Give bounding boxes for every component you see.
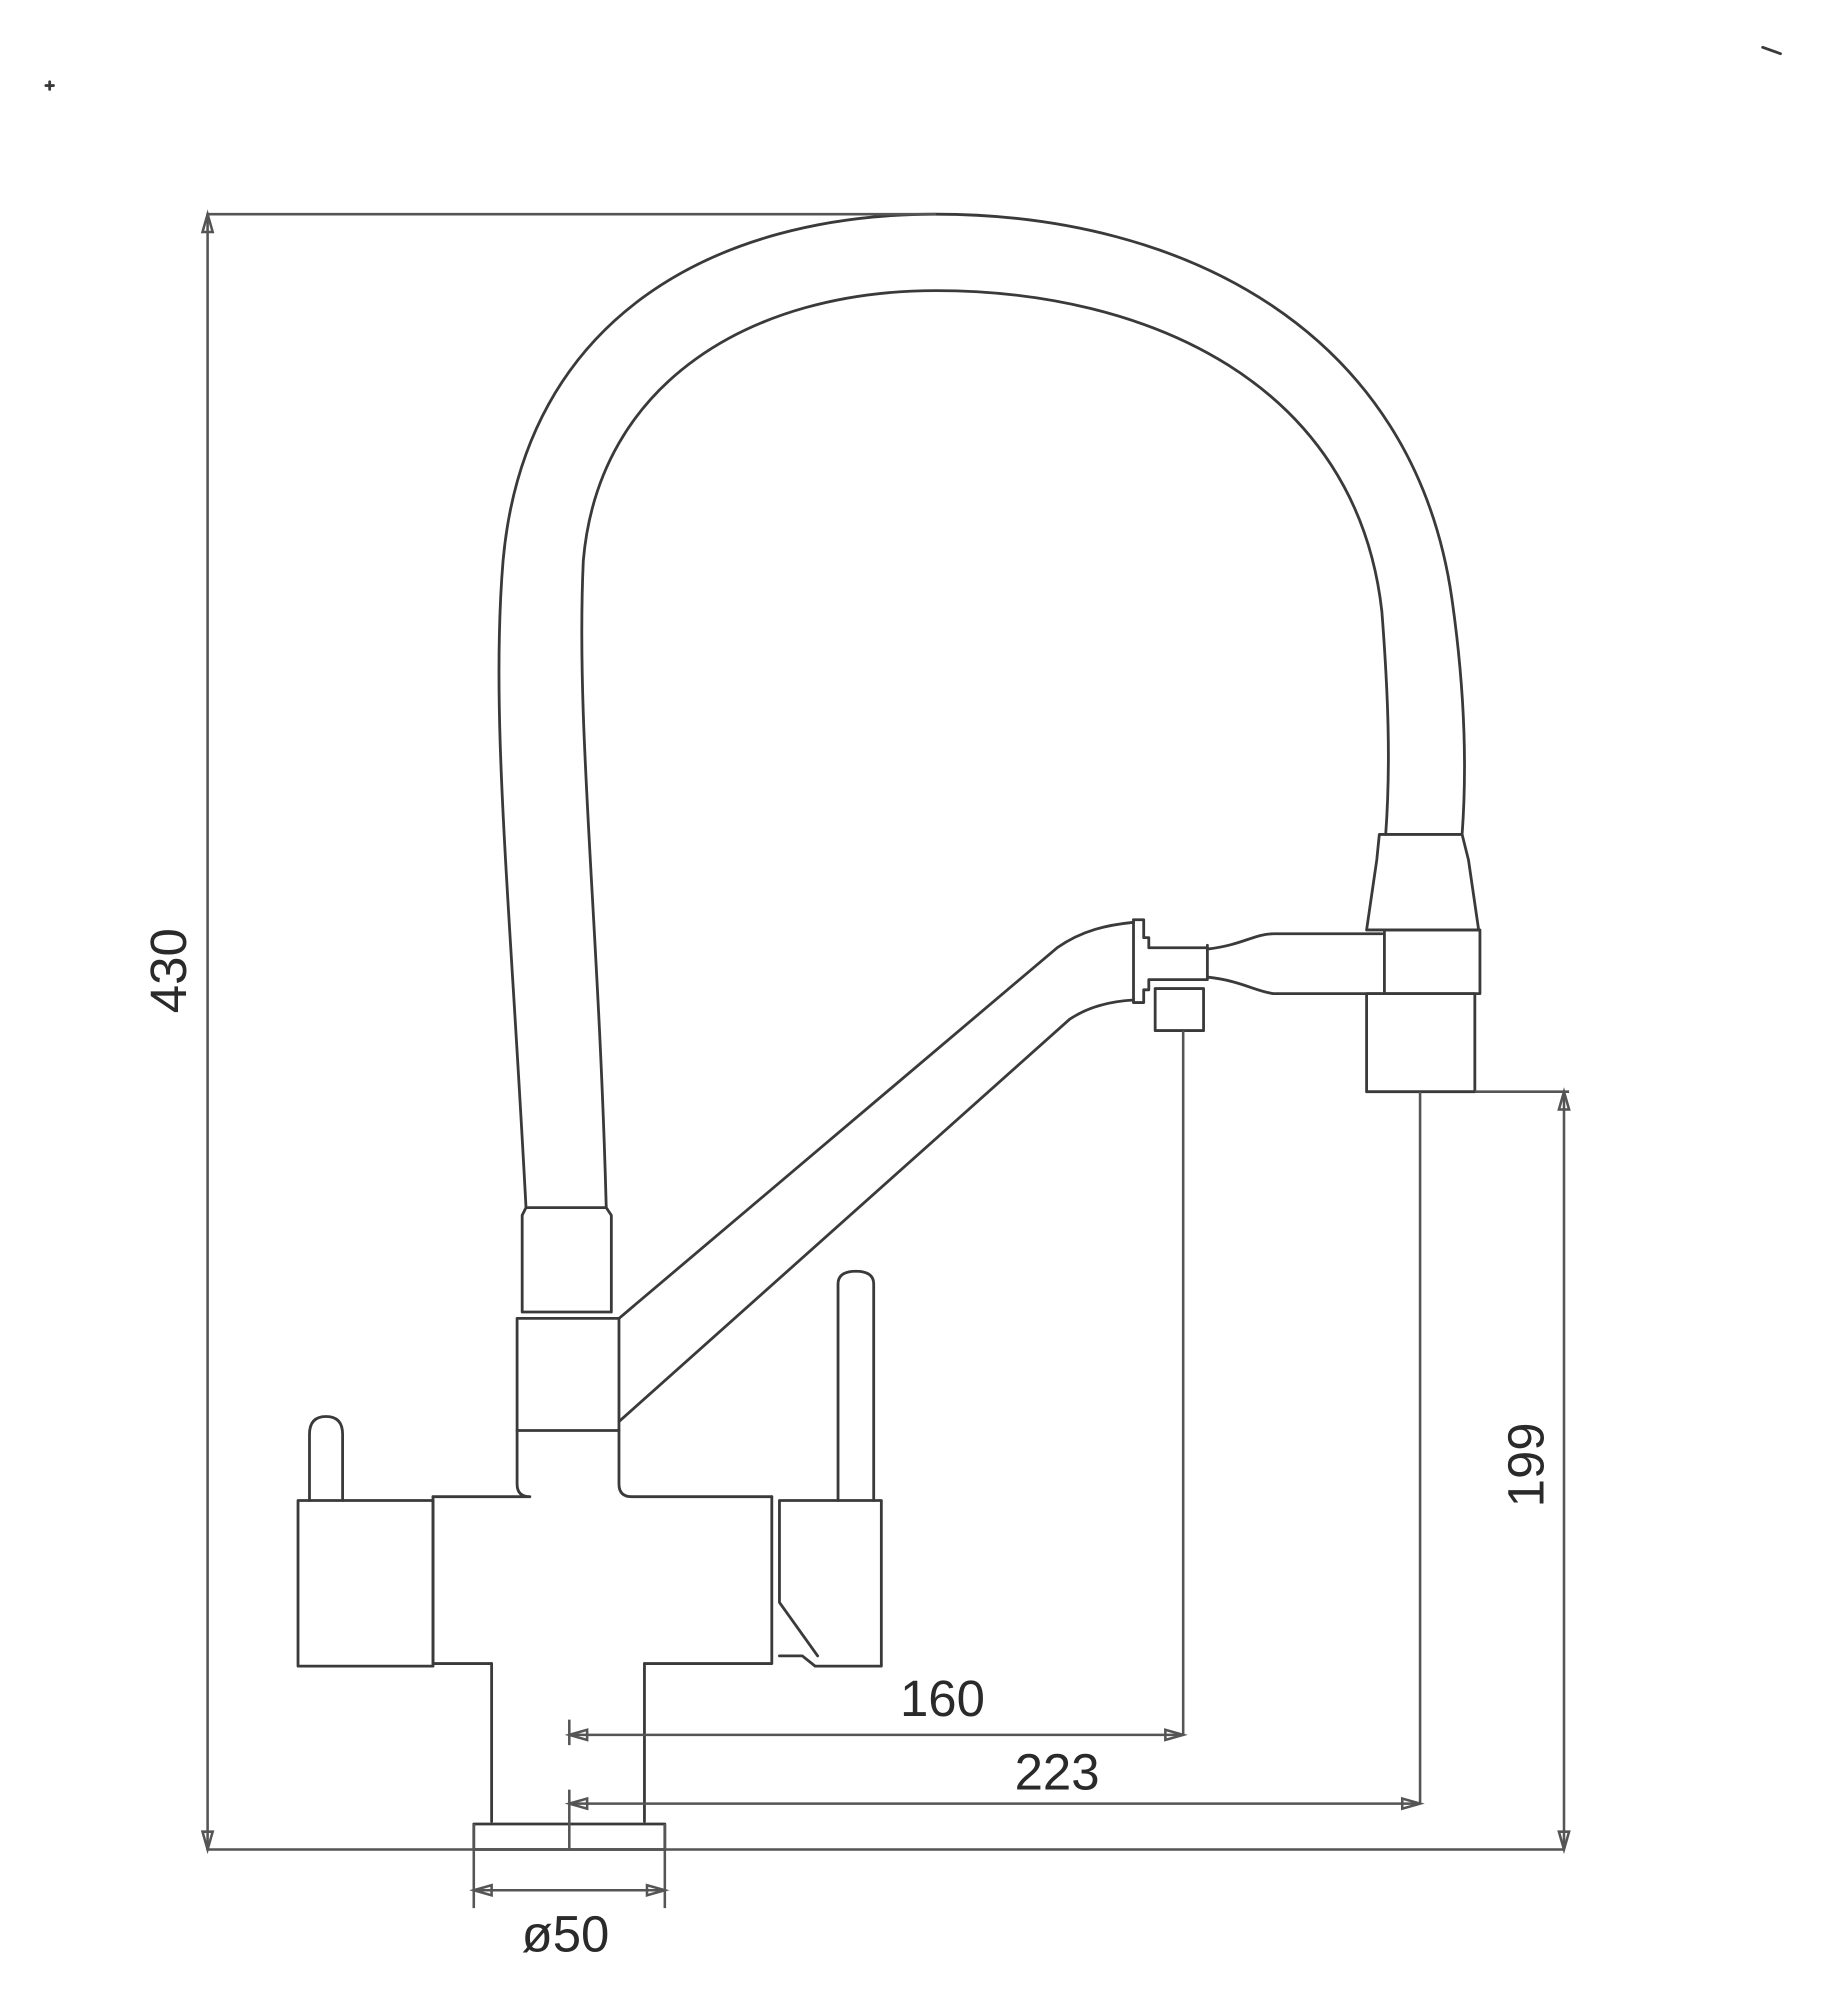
left-lever-handle: [308, 1415, 345, 1502]
left-lever-block: [296, 1499, 435, 1668]
dim-label-199: 199: [1498, 1422, 1555, 1507]
filter-arm-flange: [1132, 918, 1209, 1004]
hose-collar-left: [520, 1206, 613, 1314]
gooseneck-outer: [497, 212, 1466, 1209]
filter-outlet-nub: [1153, 987, 1205, 1032]
riser: [490, 1662, 646, 1823]
spout-band: [1383, 928, 1482, 996]
dimension-reach-160: 160: [564, 1030, 1188, 1746]
dimension-total-height: 430: [140, 209, 1564, 1855]
dimension-base-diameter: ø50: [469, 1824, 670, 1962]
dim-label-160: 160: [900, 1670, 985, 1727]
right-lever-handle: [836, 1269, 876, 1502]
spout-collar: [1365, 833, 1481, 932]
dimension-spout-height: 199: [1474, 1087, 1571, 1855]
connector-upper: [1205, 932, 1384, 951]
dim-label-223: 223: [1015, 1744, 1100, 1801]
gooseneck-inner: [580, 289, 1390, 1209]
dimension-reach-223: 223: [564, 1091, 1425, 1850]
filter-arm-lower: [617, 998, 1135, 1423]
faucet-outline: [296, 212, 1482, 1851]
corner-marks: [44, 45, 1782, 91]
dim-label-diameter: ø50: [522, 1905, 610, 1962]
filter-arm-upper: [617, 920, 1135, 1320]
lower-body: [431, 1429, 774, 1499]
right-lever-block: [778, 1499, 883, 1668]
central-column: [515, 1317, 621, 1432]
connector-lower: [1205, 975, 1384, 996]
spout-outlet: [1365, 992, 1477, 1094]
dim-label-430: 430: [140, 928, 197, 1013]
